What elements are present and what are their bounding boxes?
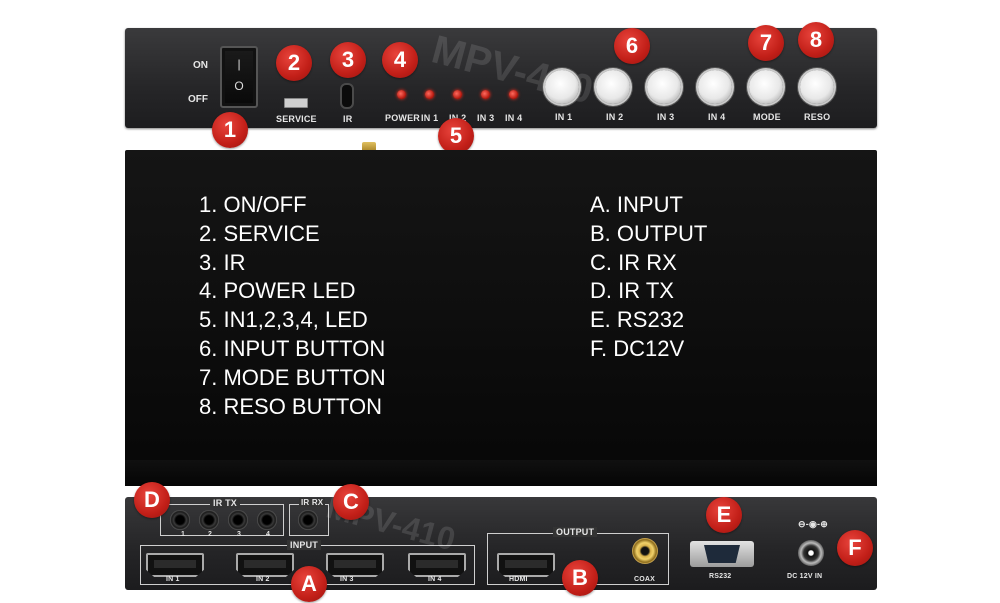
legend-item: C. IR RX — [590, 249, 677, 275]
in1-led — [425, 90, 434, 99]
service-port[interactable] — [284, 98, 308, 108]
led-label-power: POWER — [385, 113, 421, 123]
led-label-in4: IN 4 — [505, 113, 523, 123]
coax-label: COAX — [634, 576, 656, 583]
legend-item: F. DC12V — [590, 335, 685, 361]
button-label-in2: IN 2 — [606, 112, 624, 122]
hdmi-in-4-label: IN 4 — [428, 576, 442, 583]
legend-item: 3. IR — [199, 249, 246, 275]
badge-7: 7 — [748, 25, 784, 61]
legend-item: 5. IN1,2,3,4, LED — [199, 307, 368, 333]
reso-button[interactable] — [800, 70, 834, 104]
rs232-port[interactable] — [690, 541, 754, 567]
badge-F: F — [837, 530, 873, 566]
hdmi-in-2[interactable] — [236, 553, 294, 577]
ir-rx-label: IR RX — [299, 498, 326, 507]
legend-item: 1. ON/OFF — [199, 192, 307, 217]
in2-led — [453, 90, 462, 99]
hdmi-out-label: HDMI — [509, 576, 528, 583]
hdmi-in-3-label: IN 3 — [340, 576, 354, 583]
ir-tx-jack-1[interactable] — [170, 510, 190, 530]
badge-4: 4 — [382, 42, 418, 78]
ir-receiver-window — [340, 83, 354, 109]
badge-1: 1 — [212, 112, 248, 148]
rs232-label: RS232 — [709, 573, 732, 580]
button-label-in4: IN 4 — [708, 112, 726, 122]
switch-off-label: OFF — [188, 94, 208, 105]
power-led — [397, 90, 406, 99]
legend-item: E. RS232 — [590, 307, 685, 333]
hdmi-out[interactable] — [497, 553, 555, 577]
legend-rear: A. INPUT B. OUTPUT C. IR RX D. IR TX E. … — [590, 191, 707, 364]
badge-E: E — [706, 497, 742, 533]
dc-power-jack[interactable] — [798, 540, 824, 566]
badge-B: B — [562, 560, 598, 596]
ir-tx-jack-3[interactable] — [228, 510, 248, 530]
badge-6: 6 — [614, 28, 650, 64]
legend-item: B. OUTPUT — [590, 220, 708, 246]
ir-label: IR — [343, 114, 353, 124]
input-label: INPUT — [287, 540, 321, 550]
button-label-in3: IN 3 — [657, 112, 675, 122]
legend-item: 6. INPUT BUTTON — [199, 335, 386, 361]
switch-on-label: ON — [193, 60, 208, 71]
coax-out[interactable] — [632, 538, 658, 564]
device-case-edge — [125, 460, 877, 486]
led-label-in3: IN 3 — [477, 113, 495, 123]
antenna-connector — [362, 142, 376, 152]
badge-A: A — [291, 566, 327, 602]
button-label-in1: IN 1 — [555, 112, 573, 122]
dc-polarity-icon: ⊖-◉-⊕ — [798, 519, 828, 529]
button-label-reso: RESO — [804, 112, 831, 122]
service-label: SERVICE — [276, 114, 317, 124]
legend-item: 7. MODE BUTTON — [199, 364, 386, 390]
jack-number-2: 2 — [208, 531, 213, 538]
hdmi-in-1[interactable] — [146, 553, 204, 577]
hdmi-in-3[interactable] — [326, 553, 384, 577]
in3-button[interactable] — [647, 70, 681, 104]
hdmi-in-1-label: IN 1 — [166, 576, 180, 583]
dc-label: DC 12V IN — [787, 573, 823, 580]
in3-led — [481, 90, 490, 99]
device-top-case — [125, 150, 877, 480]
in1-button[interactable] — [545, 70, 579, 104]
jack-number-4: 4 — [266, 531, 271, 538]
legend-item: 4. POWER LED — [199, 278, 356, 304]
legend-item: D. IR TX — [590, 278, 674, 304]
badge-3: 3 — [330, 42, 366, 78]
legend-item: A. INPUT — [590, 192, 683, 217]
jack-number-1: 1 — [181, 531, 186, 538]
jack-number-3: 3 — [237, 531, 242, 538]
button-label-mode: MODE — [753, 112, 781, 122]
badge-D: D — [134, 482, 170, 518]
power-switch[interactable]: |O — [220, 46, 258, 108]
power-switch-rocker: |O — [225, 51, 253, 103]
badge-5: 5 — [438, 118, 474, 154]
badge-2: 2 — [276, 45, 312, 81]
led-label-in1: IN 1 — [421, 113, 439, 123]
in4-button[interactable] — [698, 70, 732, 104]
ir-tx-label: IR TX — [210, 498, 241, 508]
in4-led — [509, 90, 518, 99]
legend-front: 1. ON/OFF 2. SERVICE 3. IR 4. POWER LED … — [199, 191, 386, 421]
legend-item: 2. SERVICE — [199, 220, 320, 246]
badge-8: 8 — [798, 22, 834, 58]
ir-rx-jack[interactable] — [298, 510, 318, 530]
badge-C: C — [333, 484, 369, 520]
mode-button[interactable] — [749, 70, 783, 104]
ir-tx-jack-2[interactable] — [199, 510, 219, 530]
output-label: OUTPUT — [553, 527, 598, 537]
hdmi-in-4[interactable] — [408, 553, 466, 577]
in2-button[interactable] — [596, 70, 630, 104]
legend-item: 8. RESO BUTTON — [199, 393, 382, 419]
ir-tx-jack-4[interactable] — [257, 510, 277, 530]
hdmi-in-2-label: IN 2 — [256, 576, 270, 583]
